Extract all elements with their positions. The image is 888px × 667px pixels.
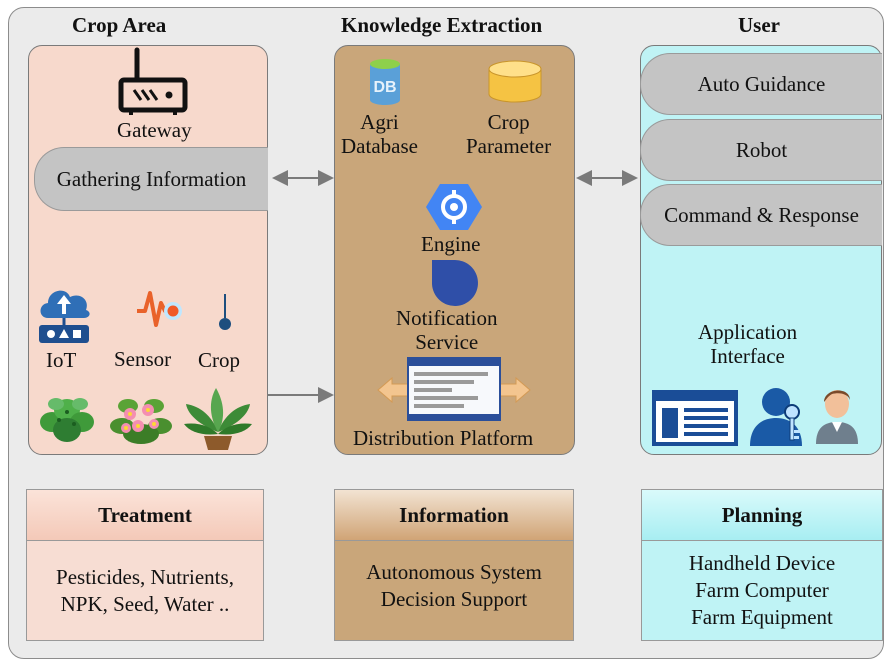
planning-line-1: Handheld Device [688, 551, 836, 576]
information-body: Autonomous System Decision Support [335, 541, 573, 640]
distribution-platform-icon [376, 356, 532, 424]
command-response-pill: Command & Response [640, 184, 882, 246]
notification-service-label-line-1: Notification [396, 306, 498, 330]
crop-parameter-label-line-1: Crop [487, 110, 530, 134]
planning-line-3: Farm Equipment [691, 604, 833, 629]
gathering-information-label: Gathering Information [56, 166, 247, 191]
crop-probe-icon [216, 292, 234, 334]
user-avatar-icon [814, 382, 860, 446]
crop-knowledge-double-arrow [270, 167, 336, 189]
information-title: Information [335, 490, 573, 541]
auto-guidance-label: Auto Guidance [697, 71, 826, 96]
gateway-label: Gateway [117, 118, 192, 142]
robot-label: Robot [735, 137, 788, 162]
treatment-body: Pesticides, Nutrients, NPK, Seed, Water … [27, 541, 263, 640]
command-response-label: Command & Response [664, 202, 859, 227]
planning-line-2: Farm Computer [695, 578, 829, 603]
notification-icon [430, 258, 480, 308]
treatment-title: Treatment [27, 490, 263, 541]
crop-parameter-label: Crop Parameter [466, 110, 551, 158]
crop-to-distribution-arrow [268, 385, 336, 405]
application-interface-label: Application Interface [698, 320, 797, 368]
crop-parameter-label-line-2: Parameter [466, 134, 552, 159]
robot-pill: Robot [640, 119, 882, 181]
crop-label: Crop [198, 348, 240, 372]
crop-area-panel [28, 45, 268, 455]
planning-body: Handheld Device Farm Computer Farm Equip… [642, 541, 882, 640]
gathering-information-pill: Gathering Information [34, 147, 268, 211]
notification-service-label: Notification Service [396, 306, 497, 354]
agri-database-label-line-1: Agri [360, 110, 399, 134]
agri-database-label: Agri Database [341, 110, 418, 158]
knowledge-user-double-arrow [574, 167, 640, 189]
notification-service-label-line-2: Service [415, 330, 479, 355]
treatment-line-2: NPK, Seed, Water .. [60, 591, 230, 616]
sensor-icon [135, 285, 185, 331]
user-title: User [738, 13, 780, 37]
engine-label: Engine [421, 232, 481, 256]
crop-area-title: Crop Area [72, 13, 167, 37]
potted-plant-icon [182, 386, 254, 452]
database-icon: DB [368, 56, 402, 108]
db-icon-text: DB [373, 79, 396, 96]
knowledge-extraction-title: Knowledge Extraction [341, 13, 543, 37]
treatment-line-1: Pesticides, Nutrients, [56, 564, 234, 589]
distribution-platform-label: Distribution Platform [353, 426, 534, 450]
user-key-icon [746, 382, 812, 448]
planning-box: Planning Handheld Device Farm Computer F… [641, 489, 883, 641]
engine-icon [426, 182, 482, 232]
information-box: Information Autonomous System Decision S… [334, 489, 574, 641]
planning-title: Planning [642, 490, 882, 541]
auto-guidance-pill: Auto Guidance [640, 53, 882, 115]
app-window-icon [652, 390, 738, 446]
plant-icon [34, 390, 100, 448]
agri-database-label-line-2: Database [341, 134, 418, 159]
information-line-2: Decision Support [380, 586, 528, 611]
iot-cloud-icon [36, 280, 92, 344]
sensor-label: Sensor [114, 347, 172, 371]
iot-label: IoT [46, 348, 77, 372]
information-line-1: Autonomous System [366, 560, 542, 584]
flower-plant-icon [108, 388, 174, 448]
router-icon [117, 46, 189, 116]
application-interface-label-line-2: Interface [710, 344, 785, 369]
treatment-box: Treatment Pesticides, Nutrients, NPK, Se… [26, 489, 264, 641]
cylinder-icon [487, 60, 543, 104]
application-interface-label-line-1: Application [698, 320, 798, 344]
